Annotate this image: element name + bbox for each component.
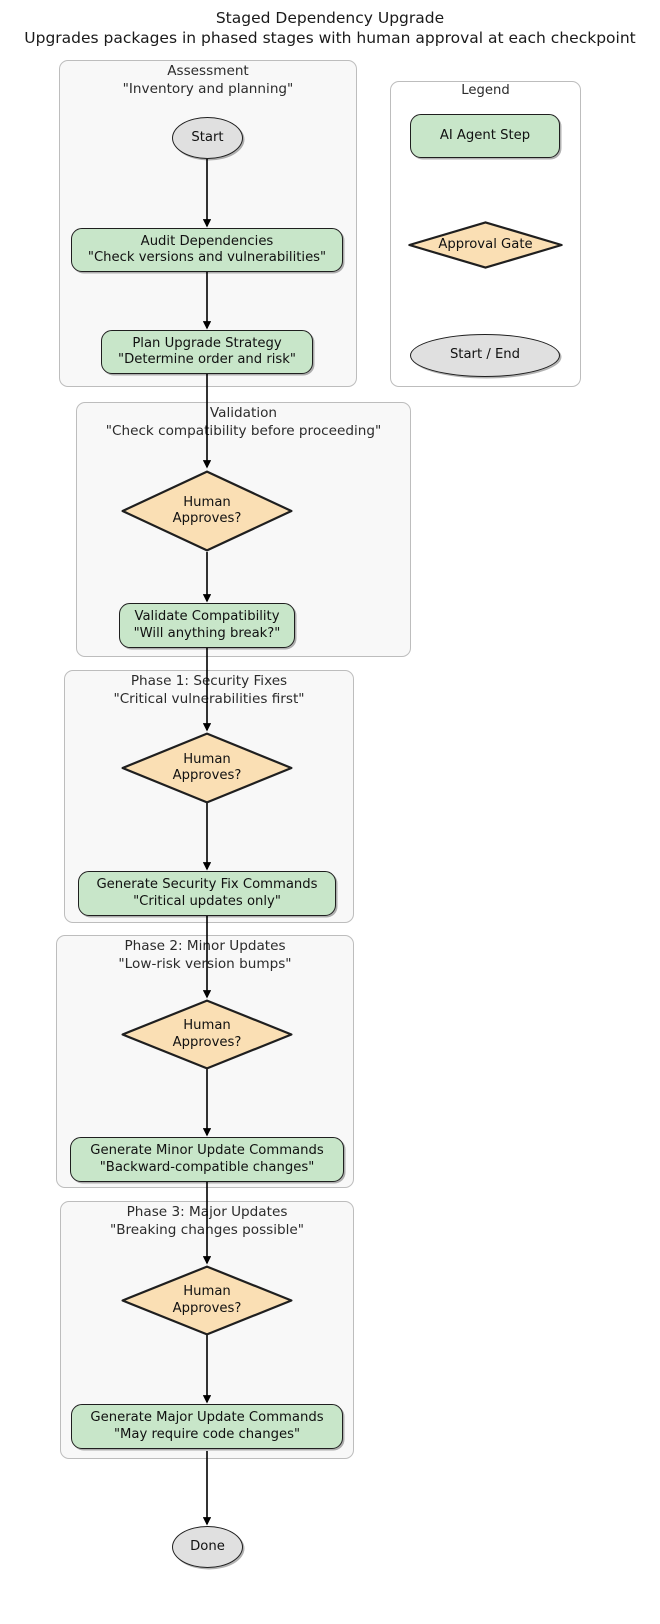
node-gate-phase3-line1: Human xyxy=(183,1284,231,1300)
title-main: Staged Dependency Upgrade xyxy=(215,9,445,27)
node-gate-phase2[interactable]: Human Approves? xyxy=(121,999,293,1070)
node-audit-line1: Audit Dependencies xyxy=(140,233,274,249)
diamond-shape-icon xyxy=(408,221,563,269)
node-plan-upgrade-strategy[interactable]: Plan Upgrade Strategy "Determine order a… xyxy=(101,330,313,374)
node-gate-phase3-text: Human Approves? xyxy=(173,1284,242,1317)
node-gate-validation-line1: Human xyxy=(183,494,231,510)
legend-label-approval-gate: Approval Gate xyxy=(438,236,533,252)
node-done[interactable]: Done xyxy=(172,1526,243,1568)
node-generate-minor-update-commands[interactable]: Generate Minor Update Commands "Backward… xyxy=(70,1137,344,1182)
legend-swatch-approval-gate: Approval Gate xyxy=(408,221,563,269)
node-gate-validation-line2: Approves? xyxy=(172,511,242,526)
legend-swatch-agent-step: AI Agent Step xyxy=(410,114,560,158)
node-validate-line1: Validate Compatibility xyxy=(134,609,280,625)
node-gate-phase1[interactable]: Human Approves? xyxy=(121,732,293,804)
node-major-line1: Generate Major Update Commands xyxy=(90,1410,324,1426)
node-validate-compatibility[interactable]: Validate Compatibility "Will anything br… xyxy=(119,603,295,648)
node-security-line2: "Critical updates only" xyxy=(133,893,281,909)
node-start-label: Start xyxy=(191,129,224,145)
node-plan-line1: Plan Upgrade Strategy xyxy=(132,335,282,351)
node-plan-line2: "Determine order and risk" xyxy=(118,352,296,367)
node-done-label: Done xyxy=(190,1538,225,1554)
node-security-line1: Generate Security Fix Commands xyxy=(96,877,318,893)
node-gate-phase2-line1: Human xyxy=(183,1018,231,1034)
node-gate-validation[interactable]: Human Approves? xyxy=(121,470,293,552)
node-gate-phase1-line2: Approves? xyxy=(172,768,242,783)
legend-label-terminal: Start / End xyxy=(449,347,521,363)
node-gate-phase3[interactable]: Human Approves? xyxy=(121,1265,293,1336)
node-validate-line2: "Will anything break?" xyxy=(133,625,281,641)
legend-title: Legend xyxy=(461,83,510,98)
node-generate-major-update-commands[interactable]: Generate Major Update Commands "May requ… xyxy=(71,1404,343,1449)
node-gate-phase2-text: Human Approves? xyxy=(173,1018,242,1051)
node-start[interactable]: Start xyxy=(172,117,243,159)
node-audit-line2: "Check versions and vulnerabilities" xyxy=(87,250,327,265)
node-major-line2: "May require code changes" xyxy=(113,1426,301,1442)
node-generate-security-fix-commands[interactable]: Generate Security Fix Commands "Critical… xyxy=(78,871,336,916)
node-gate-validation-text: Human Approves? xyxy=(173,495,242,528)
node-minor-line2: "Backward-compatible changes" xyxy=(99,1159,315,1175)
title-subtitle: Upgrades packages in phased stages with … xyxy=(24,29,636,48)
diagram-title: Staged Dependency Upgrade Upgrades packa… xyxy=(0,8,660,49)
node-gate-phase1-text: Human Approves? xyxy=(173,752,242,785)
diamond-shape-icon xyxy=(121,470,293,552)
node-audit-dependencies[interactable]: Audit Dependencies "Check versions and v… xyxy=(71,228,343,272)
node-gate-phase3-line2: Approves? xyxy=(172,1300,242,1316)
node-gate-phase2-line2: Approves? xyxy=(172,1034,242,1050)
node-minor-line1: Generate Minor Update Commands xyxy=(90,1143,324,1159)
legend-swatch-terminal: Start / End xyxy=(410,334,560,377)
legend-label-agent-step: AI Agent Step xyxy=(439,127,531,143)
node-gate-phase1-line1: Human xyxy=(183,751,231,767)
